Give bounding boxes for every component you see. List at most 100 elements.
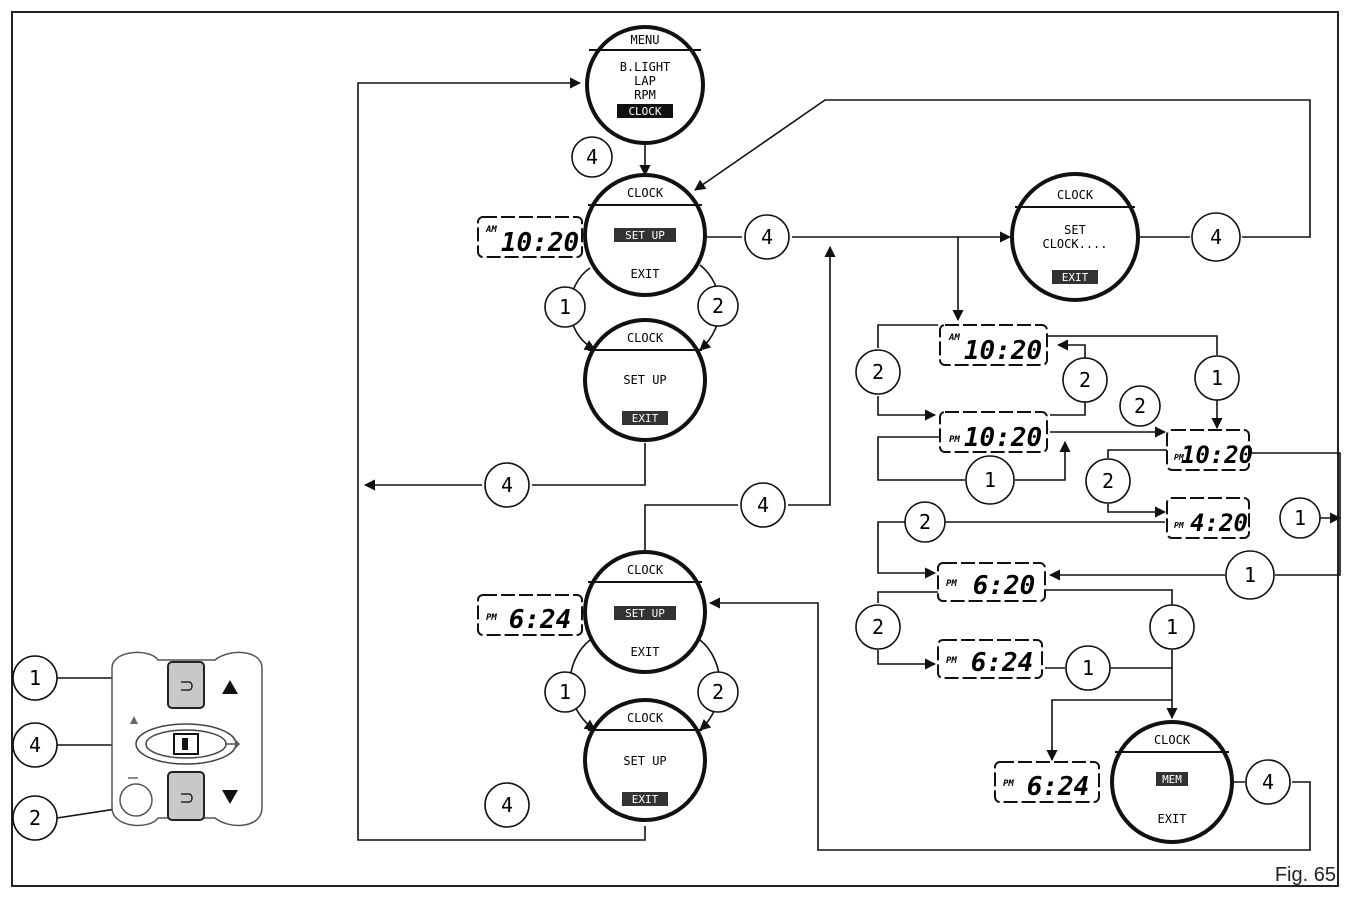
menu-title: MENU xyxy=(631,33,660,47)
step-marker: 2 xyxy=(697,671,739,713)
step-marker: 2 xyxy=(697,285,739,327)
svg-text:2: 2 xyxy=(872,615,884,639)
set-label: SET xyxy=(1064,223,1086,237)
step-marker: 2 xyxy=(1062,357,1108,403)
clock-mem-screen: CLOCK MEM EXIT xyxy=(1110,720,1234,844)
step-marker: 4 xyxy=(1191,212,1241,262)
step-marker: 4 xyxy=(740,482,786,528)
svg-text:2: 2 xyxy=(1134,394,1146,418)
callout-down: 2 xyxy=(12,795,58,841)
svg-text:2: 2 xyxy=(872,360,884,384)
small-up-icon xyxy=(130,716,138,724)
time-readout: 10:20 xyxy=(964,336,1042,366)
svg-text:4: 4 xyxy=(29,733,41,757)
up-button[interactable] xyxy=(167,661,205,709)
exit-option-selected: EXIT xyxy=(632,793,659,806)
lcd-display: PM 4:20 xyxy=(1166,497,1250,539)
svg-text:2: 2 xyxy=(1102,469,1114,493)
clock-exit-screen-b: CLOCK SET UP EXIT xyxy=(583,698,707,822)
ampm-indicator: PM xyxy=(946,579,957,589)
step-marker: 4 xyxy=(1245,759,1291,805)
menu-item-lap: LAP xyxy=(634,74,656,88)
menu-item-clock-selected: CLOCK xyxy=(628,105,661,118)
time-readout: 6:24 xyxy=(509,605,572,635)
svg-text:4: 4 xyxy=(501,793,513,817)
time-readout: 10:20 xyxy=(501,228,579,258)
step-marker: 4 xyxy=(484,462,530,508)
ampm-indicator: PM xyxy=(1174,521,1185,530)
svg-text:1: 1 xyxy=(1082,656,1094,680)
down-button[interactable] xyxy=(167,771,205,821)
step-marker: 2 xyxy=(855,349,901,395)
clock-label: CLOCK.... xyxy=(1042,237,1107,251)
exit-option: EXIT xyxy=(631,645,660,659)
setup-option-selected: SET UP xyxy=(625,607,665,620)
step-marker: 1 xyxy=(544,286,586,328)
svg-text:4: 4 xyxy=(1262,770,1274,794)
svg-text:1: 1 xyxy=(29,666,41,690)
exit-option-selected: EXIT xyxy=(632,412,659,425)
clock-set-screen: CLOCK SET CLOCK.... EXIT xyxy=(1010,172,1140,302)
lcd-display: PM 10:20 xyxy=(1166,429,1253,471)
lcd-display: PM 6:24 xyxy=(994,761,1100,803)
right-arrow-icon xyxy=(226,738,241,750)
exit-option: EXIT xyxy=(631,267,660,281)
svg-text:4: 4 xyxy=(586,145,598,169)
down-arrow-icon xyxy=(222,790,238,804)
step-marker: 4 xyxy=(484,782,530,828)
up-arrow-icon xyxy=(222,680,238,694)
ampm-indicator: PM xyxy=(946,656,957,666)
svg-text:4: 4 xyxy=(757,493,769,517)
figure-frame xyxy=(11,11,1339,887)
step-marker: 2 xyxy=(904,501,946,543)
svg-text:1: 1 xyxy=(1244,563,1256,587)
step-marker: 1 xyxy=(544,671,586,713)
lcd-display: PM 10:20 xyxy=(939,411,1048,453)
time-readout: 4:20 xyxy=(1190,509,1248,537)
svg-text:4: 4 xyxy=(501,473,513,497)
step-markers: 4 4 1 2 4 4 1 2 4 4 2 2 2 1 1 2 1 2 1 2 … xyxy=(484,136,1321,828)
clock-exit-screen-a: CLOCK SET UP EXIT xyxy=(583,318,707,442)
svg-text:1: 1 xyxy=(559,680,571,704)
time-readout: 10:20 xyxy=(1181,441,1253,469)
setup-option: SET UP xyxy=(623,373,666,387)
step-marker: 1 xyxy=(1149,604,1195,650)
svg-text:2: 2 xyxy=(712,680,724,704)
time-readout: 10:20 xyxy=(964,423,1042,453)
step-marker: 1 xyxy=(965,455,1015,505)
svg-text:1: 1 xyxy=(1294,506,1306,530)
mem-option-selected: MEM xyxy=(1162,773,1182,786)
svg-text:2: 2 xyxy=(919,510,931,534)
svg-text:2: 2 xyxy=(29,806,41,830)
step-marker: 4 xyxy=(744,214,790,260)
ampm-indicator: AM xyxy=(948,333,960,343)
exit-option: EXIT xyxy=(1158,812,1187,826)
menu-screen: MENU B.LIGHT LAP RPM CLOCK xyxy=(585,25,705,145)
svg-text:1: 1 xyxy=(559,295,571,319)
exit-option-selected: EXIT xyxy=(1062,271,1089,284)
screen-title: CLOCK xyxy=(627,711,664,725)
step-marker: 1 xyxy=(1225,550,1275,600)
ampm-indicator: PM xyxy=(949,435,960,445)
horn-button[interactable] xyxy=(119,783,153,817)
svg-text:1: 1 xyxy=(984,468,996,492)
svg-text:1: 1 xyxy=(1166,615,1178,639)
button-callouts: 1 4 2 xyxy=(12,655,58,841)
step-marker: 2 xyxy=(1085,458,1131,504)
ampm-indicator: PM xyxy=(1174,453,1185,462)
step-marker: 1 xyxy=(1279,497,1321,539)
screen-title: CLOCK xyxy=(627,186,664,200)
lcd-display: PM 6:24 xyxy=(477,594,583,636)
callout-up: 1 xyxy=(12,655,58,701)
screen-title: CLOCK xyxy=(627,331,664,345)
time-readout: 6:20 xyxy=(973,571,1036,601)
ampm-indicator: PM xyxy=(486,613,497,623)
callout-mode: 4 xyxy=(12,722,58,768)
handlebar-switch xyxy=(111,651,263,827)
lcd-display: PM 6:20 xyxy=(937,562,1046,602)
screen-title: CLOCK xyxy=(1154,733,1191,747)
clock-setup-screen-b: CLOCK SET UP EXIT xyxy=(583,550,707,674)
svg-text:4: 4 xyxy=(761,225,773,249)
step-marker: 2 xyxy=(1119,385,1161,427)
screen-title: CLOCK xyxy=(627,563,664,577)
